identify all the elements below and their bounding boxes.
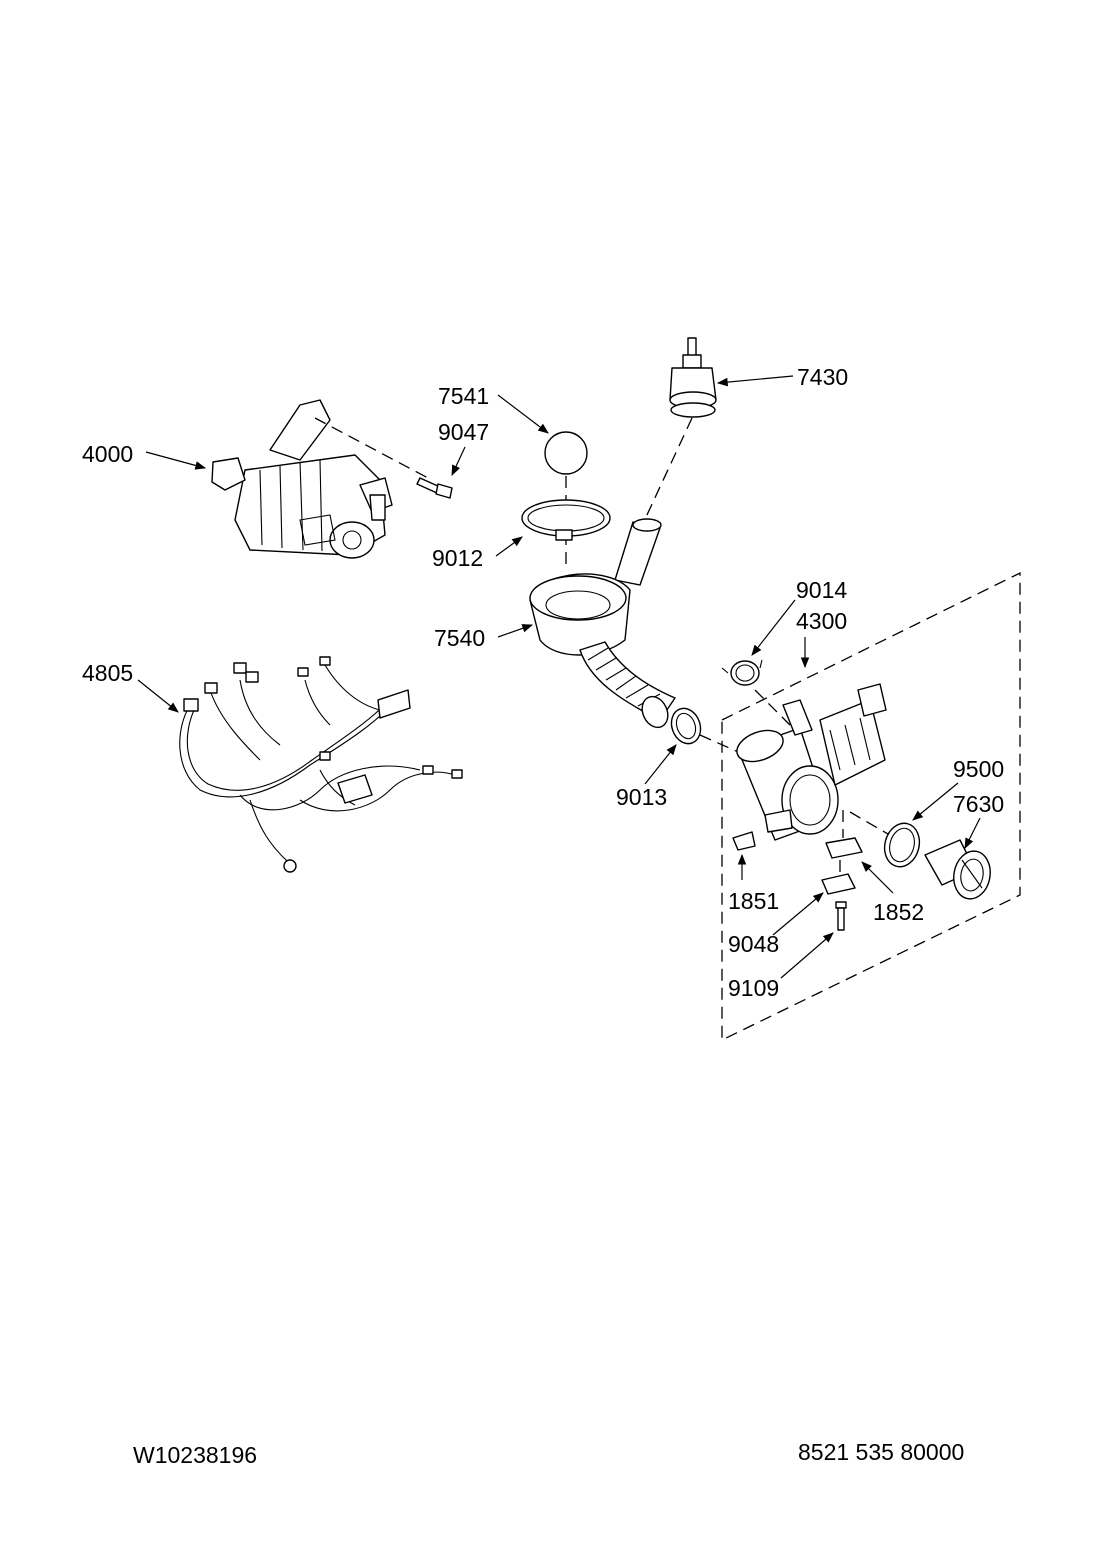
drain-pump-part	[736, 683, 887, 841]
callout-7630: 7630	[953, 791, 1004, 817]
clip-dashline	[754, 689, 791, 726]
o-ring-part	[883, 822, 921, 868]
bracket-part	[732, 831, 756, 851]
footer-right-code: 8521 535 80000	[798, 1439, 964, 1465]
callout-9013: 9013	[616, 784, 667, 810]
callout-9014: 9014	[796, 577, 847, 603]
motor-mount-dashline	[314, 417, 429, 479]
dome-dashline	[639, 417, 693, 531]
callout-9048: 9048	[728, 931, 779, 957]
callout-7541: 7541	[438, 383, 489, 409]
leader-lines	[137, 375, 981, 979]
callout-9109: 9109	[728, 975, 779, 1001]
callout-7540: 7540	[434, 625, 485, 651]
screw-part	[835, 901, 847, 931]
sump-hose-part	[529, 518, 676, 729]
callout-4300: 4300	[796, 608, 847, 634]
callout-4000: 4000	[82, 441, 133, 467]
motor-part	[211, 399, 393, 559]
air-dome-part	[669, 337, 717, 418]
footer-left-code: W10238196	[133, 1442, 257, 1468]
hose-clamp-small-part	[670, 707, 702, 745]
check-ball-part	[544, 431, 588, 475]
hose-clamp-part	[521, 499, 611, 541]
callout-1851: 1851	[728, 888, 779, 914]
callout-7430: 7430	[797, 364, 848, 390]
callout-9012: 9012	[432, 545, 483, 571]
callout-9047: 9047	[438, 419, 489, 445]
pump-assembly-boundary	[721, 571, 1021, 1042]
spring-clip-part	[721, 659, 763, 686]
pump-filter-part	[924, 839, 991, 900]
callout-9500: 9500	[953, 756, 1004, 782]
plate-part	[821, 873, 856, 895]
pump-filter-dashline	[849, 811, 896, 839]
gasket-square-part	[825, 837, 863, 859]
wire-harness-part	[179, 656, 463, 873]
callout-4805: 4805	[82, 660, 133, 686]
callout-1852: 1852	[873, 899, 924, 925]
bolt-part	[416, 477, 453, 499]
